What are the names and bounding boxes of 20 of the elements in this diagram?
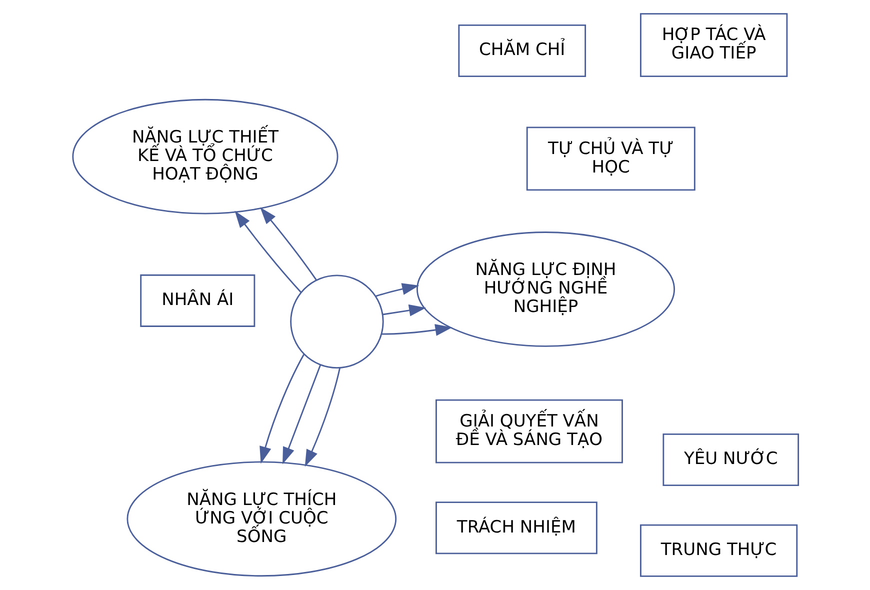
node-box: TỰ CHỦ VÀ TỰ HỌC bbox=[526, 126, 695, 191]
node-box: TRUNG THỰC bbox=[639, 524, 798, 577]
arrow bbox=[282, 364, 321, 464]
arrow bbox=[375, 283, 419, 297]
arrow bbox=[382, 304, 426, 316]
arrow bbox=[234, 210, 302, 293]
arrow bbox=[260, 207, 316, 280]
node-ellipse: NĂNG LỰC THÍCH ỨNG VỚI CUỘC SỐNG bbox=[126, 461, 396, 577]
node-box: GIẢI QUYẾT VẤN ĐỀ VÀ SÁNG TẠO bbox=[435, 399, 622, 464]
node-box: NHÂN ÁI bbox=[140, 274, 255, 327]
node-box: YÊU NƯỚC bbox=[662, 433, 799, 486]
arrow bbox=[259, 354, 304, 464]
node-ellipse: NĂNG LỰC ĐỊNH HƯỚNG NGHỀ NGHIỆP bbox=[416, 232, 674, 347]
arrow bbox=[304, 368, 340, 467]
node-box: TRÁCH NHIỆM bbox=[435, 502, 597, 554]
node-ellipse: NĂNG LỰC THIẾT KẾ VÀ TỔ CHỨC HOẠT ĐỘNG bbox=[72, 98, 338, 214]
arrow bbox=[381, 324, 452, 336]
node-circle bbox=[290, 274, 384, 368]
node-box: HỢP TÁC VÀ GIAO TIẾP bbox=[639, 13, 788, 78]
node-box: CHĂM CHỈ bbox=[458, 24, 586, 78]
